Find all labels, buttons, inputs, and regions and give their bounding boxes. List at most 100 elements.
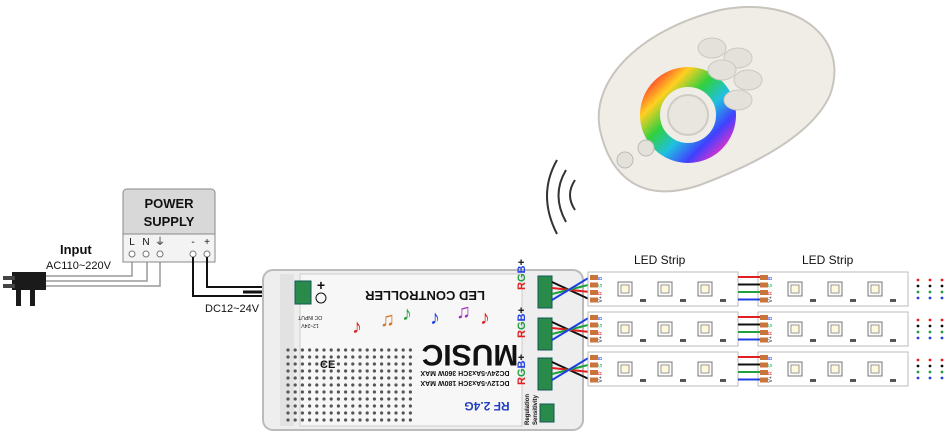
- dc-input-terminal: [294, 280, 312, 305]
- remote-button: [697, 37, 727, 59]
- vent-hole: [401, 369, 405, 373]
- vent-hole: [315, 390, 319, 394]
- output-terminal-2: [537, 317, 553, 351]
- vent-hole: [358, 383, 362, 387]
- continuation-dot: [928, 318, 932, 322]
- svg-text:♪: ♪: [352, 316, 362, 338]
- continuation-dot: [916, 290, 920, 294]
- led-chip-core: [620, 284, 630, 294]
- vent-hole: [380, 355, 384, 359]
- vent-hole: [408, 348, 412, 352]
- solder-pad: [760, 315, 768, 320]
- solder-pad: [590, 337, 598, 343]
- vent-hole: [336, 397, 340, 401]
- output-terminal-3: [537, 357, 553, 391]
- vent-hole: [336, 376, 340, 380]
- vent-hole: [394, 369, 398, 373]
- vent-hole: [365, 369, 369, 373]
- vent-hole: [336, 418, 340, 422]
- vent-hole: [322, 404, 326, 408]
- vent-hole: [372, 376, 376, 380]
- vent-hole: [372, 355, 376, 359]
- continuation-dot: [916, 278, 920, 282]
- power-supply-title-2: SUPPLY: [144, 214, 195, 229]
- remote-power-on-button: [637, 139, 655, 157]
- vent-hole: [401, 348, 405, 352]
- vent-hole: [322, 362, 326, 366]
- vent-hole: [344, 355, 348, 359]
- vent-hole: [365, 362, 369, 366]
- pin-label: V+: [598, 296, 604, 302]
- led-chip-core: [660, 324, 670, 334]
- vent-hole: [322, 397, 326, 401]
- vent-hole: [365, 404, 369, 408]
- vent-hole: [329, 404, 333, 408]
- continuation-dot: [916, 336, 920, 340]
- vent-hole: [401, 383, 405, 387]
- vent-hole: [344, 411, 348, 415]
- vent-hole: [308, 376, 312, 380]
- vent-hole: [344, 362, 348, 366]
- continuation-dot: [928, 364, 932, 368]
- vent-hole: [408, 362, 412, 366]
- ac-plug: [3, 272, 46, 306]
- continuation-dot: [940, 296, 944, 300]
- pin-label: G: [768, 364, 774, 368]
- continuation-dot: [940, 370, 944, 374]
- vent-hole: [329, 362, 333, 366]
- led-chip-core: [700, 284, 710, 294]
- vent-hole: [408, 397, 412, 401]
- continuation-dot: [916, 284, 920, 288]
- vent-hole: [300, 411, 304, 415]
- sensitivity-label: Sensitivity: [533, 394, 539, 425]
- vent-hole: [387, 418, 391, 422]
- continuation-dot: [916, 376, 920, 380]
- vent-hole: [387, 348, 391, 352]
- led-chip-core: [620, 324, 630, 334]
- vent-hole: [380, 411, 384, 415]
- vent-hole: [329, 348, 333, 352]
- pin-label: G: [768, 284, 774, 288]
- pin-label: R: [768, 291, 774, 295]
- vent-hole: [372, 383, 376, 387]
- vent-hole: [336, 348, 340, 352]
- remote-center-button: [667, 94, 709, 136]
- led-controller: + LED CONTROLLER ♪ ♫ ♪ ♪ ♫ ♪ MUSIC DC24V…: [262, 259, 584, 431]
- vent-hole: [351, 376, 355, 380]
- vent-hole: [358, 404, 362, 408]
- solder-pad: [590, 290, 598, 295]
- ground-icon: [315, 292, 327, 304]
- led-chip-core: [790, 284, 800, 294]
- vent-hole: [408, 383, 412, 387]
- vent-hole: [336, 383, 340, 387]
- solder-pad: [760, 290, 768, 295]
- vent-hole: [308, 397, 312, 401]
- vent-hole: [286, 369, 290, 373]
- channel-3-label: RGB+: [516, 354, 528, 385]
- solder-pad: [590, 297, 598, 303]
- continuation-dot: [916, 318, 920, 322]
- vent-hole: [308, 362, 312, 366]
- input-label: Input: [60, 242, 92, 257]
- vent-hole: [387, 383, 391, 387]
- continuation-dot: [940, 330, 944, 334]
- vent-hole: [365, 411, 369, 415]
- output-wire: [551, 276, 591, 301]
- vent-hole: [322, 348, 326, 352]
- vent-hole: [394, 418, 398, 422]
- vent-hole: [358, 355, 362, 359]
- pin-label: V+: [768, 336, 774, 342]
- vent-hole: [286, 362, 290, 366]
- vent-hole: [286, 411, 290, 415]
- regulation-label: Regulation: [525, 394, 531, 425]
- terminal-n: N: [142, 237, 149, 248]
- vent-hole: [358, 376, 362, 380]
- output-wire: [551, 316, 591, 341]
- vent-hole: [322, 355, 326, 359]
- solder-pad: [590, 370, 598, 375]
- terminal-minus: -: [191, 237, 194, 248]
- power-supply-title-1: POWER: [144, 196, 194, 211]
